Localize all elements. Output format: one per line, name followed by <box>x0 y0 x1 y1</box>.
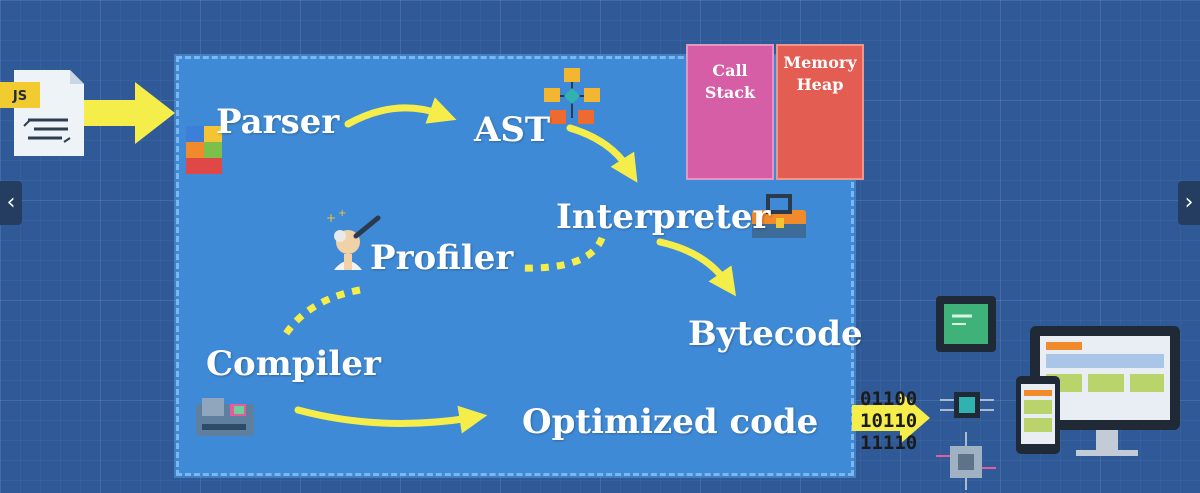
svg-text:+: + <box>326 211 336 225</box>
optimized-code-label: Optimized code <box>522 402 819 442</box>
toolbox-icon <box>752 194 806 238</box>
interpreter-label: Interpreter <box>556 197 771 237</box>
output-arrow <box>852 392 930 444</box>
binary-output: 01100 10110 11110 <box>860 388 917 454</box>
chevron-right-icon: › <box>1184 190 1194 215</box>
compiler-to-optimized-arrow <box>294 405 488 434</box>
ast-label: AST <box>474 110 551 150</box>
machine-icon <box>196 398 254 436</box>
input-arrow <box>82 82 175 144</box>
blocks-icon <box>186 126 222 174</box>
profiler-to-compiler-dotted <box>278 286 361 342</box>
processor-chip-icon <box>936 432 996 490</box>
circuit-chip-icon <box>940 392 994 418</box>
js-badge: JS <box>12 89 27 104</box>
scientist-icon: + + <box>326 208 381 270</box>
memory-heap-box: Memory Heap <box>776 44 864 180</box>
parser-to-ast-arrow <box>344 97 457 128</box>
binary-line: 11110 <box>860 432 918 454</box>
cpu-chip-icon <box>936 296 996 352</box>
tree-icon <box>544 68 600 124</box>
profiler-label: Profiler <box>370 238 514 278</box>
parser-label: Parser <box>216 102 340 142</box>
phone-icon <box>1016 376 1060 454</box>
binary-line: 10110 <box>860 410 918 432</box>
ast-to-interpreter-arrow <box>566 124 638 183</box>
prev-slide-button[interactable]: ‹ <box>0 181 22 225</box>
call-stack-box: Call Stack <box>686 44 774 180</box>
memory-heap-label: Memory Heap <box>783 53 857 94</box>
bytecode-label: Bytecode <box>688 314 863 354</box>
next-slide-button[interactable]: › <box>1178 181 1200 225</box>
interpreter-to-bytecode-arrow <box>656 238 737 297</box>
chevron-left-icon: ‹ <box>6 190 16 215</box>
binary-line: 01100 <box>860 388 918 410</box>
call-stack-label: Call Stack <box>704 61 756 102</box>
js-file-icon: JS <box>0 70 84 156</box>
svg-text:+: + <box>338 208 346 219</box>
interpreter-to-profiler-dotted <box>519 236 606 272</box>
compiler-label: Compiler <box>206 344 381 384</box>
